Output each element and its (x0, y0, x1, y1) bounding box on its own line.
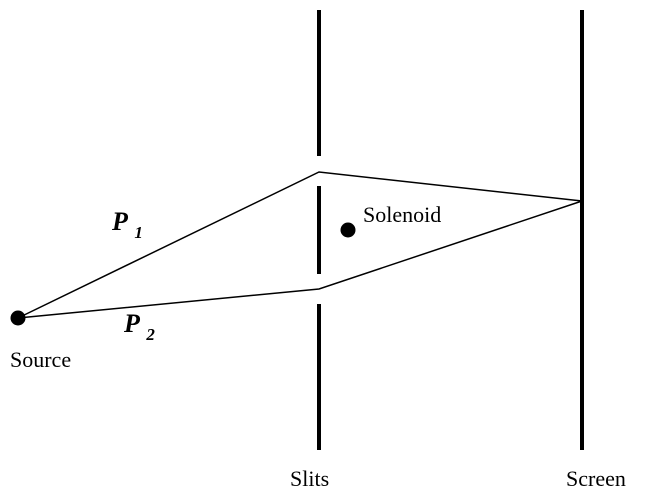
path-p1-label: P 1 (111, 207, 143, 242)
screen-label: Screen (566, 466, 626, 489)
path-p1-line (17, 171, 583, 319)
solenoid-label: Solenoid (363, 202, 441, 227)
source-label: Source (10, 347, 71, 372)
path-p2-label: P 2 (123, 309, 155, 344)
path-p1-letter: P (111, 207, 129, 236)
source-dot (10, 310, 26, 326)
solenoid-dot (340, 222, 356, 238)
path-p2-letter: P (123, 309, 141, 338)
path-p2-line (17, 200, 583, 319)
slits-label: Slits (290, 466, 329, 489)
path-p1-subscript: 1 (134, 223, 143, 242)
path-p2-subscript: 2 (145, 325, 155, 344)
